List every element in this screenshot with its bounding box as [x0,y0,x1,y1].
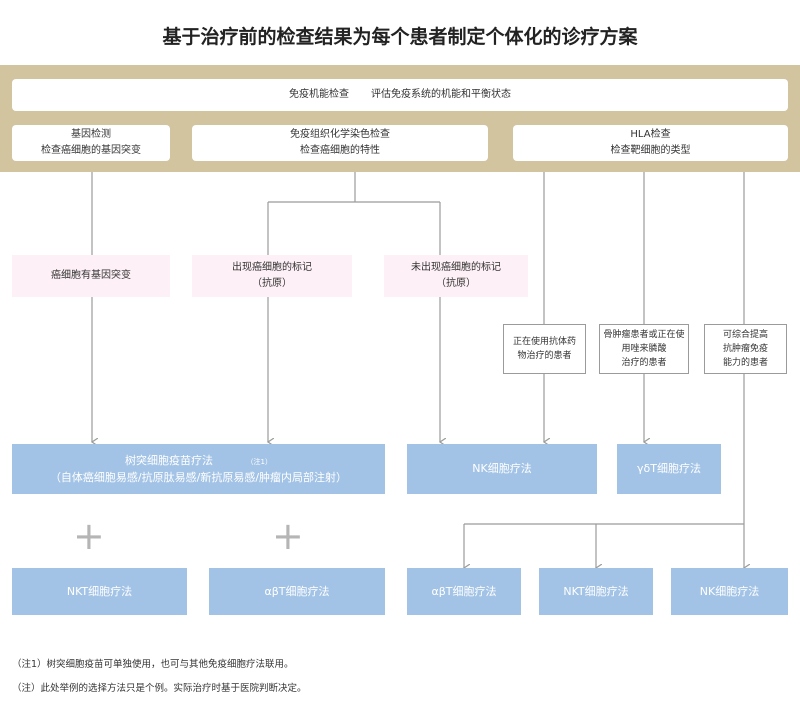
therapy-gamma-delta-t-label: γδT细胞疗法 [637,462,701,475]
ihc-exam-box: 免疫组织化学染色检查 检查癌细胞的特性 [192,125,488,161]
criterion-myeloma: 骨肿瘤患者或正在使 用唑来膦酸 治疗的患者 [599,324,689,374]
criterion-antibody-line2: 物治疗的患者 [517,351,572,361]
ihc-exam-desc: 检查癌细胞的特性 [300,145,380,156]
page-title: 基于治疗前的检查结果为每个患者制定个体化的诊疗方案 [162,26,638,48]
therapy-nkt-right: NKT细胞疗法 [539,568,653,615]
criterion-antibody: 正在使用抗体药 物治疗的患者 [503,324,586,374]
finding-marker-present: 出现癌细胞的标记 （抗原） [192,255,352,297]
therapy-alpha-beta-t-left: αβT细胞疗法 [209,568,385,615]
criterion-myeloma-line1: 骨肿瘤患者或正在使 [603,330,685,340]
criterion-improve: 可综合提高 抗肿瘤免疫 能力的患者 [704,324,787,374]
finding-marker-present-line1: 出现癌细胞的标记 [232,262,312,273]
therapy-nkt-left: NKT细胞疗法 [12,568,187,615]
therapy-dendritic-name: 树突细胞疫苗疗法 [125,453,214,467]
therapy-alpha-beta-t-left-label: αβT细胞疗法 [264,584,330,598]
therapy-nkt-left-label: NKT细胞疗法 [66,584,133,598]
therapy-nk-right: NK细胞疗法 [671,568,788,615]
finding-mutation: 癌细胞有基因突变 [12,255,170,297]
therapy-nk-top: NK细胞疗法 [407,444,597,494]
immune-exam-desc: 评估免疫系统的机能和平衡状态 [371,89,511,100]
finding-marker-absent: 未出现癌细胞的标记 （抗原） [384,255,528,297]
therapy-nk-top-label: NK细胞疗法 [472,462,532,475]
immune-exam-name: 免疫机能检查 [289,89,349,100]
gene-exam-name: 基因检测 [71,129,111,140]
footnote-1: （注1）树突细胞疫苗可单独使用，也可与其他免疫细胞疗法联用。 [12,659,294,670]
finding-marker-absent-line1: 未出现癌细胞的标记 [411,262,501,273]
hla-exam-box: HLA检查 检查靶细胞的类型 [513,125,788,161]
hla-exam-name: HLA检查 [630,129,671,140]
criterion-myeloma-line3: 治疗的患者 [621,358,667,368]
criterion-myeloma-line2: 用唑来膦酸 [621,344,667,354]
hla-exam-desc: 检查靶细胞的类型 [610,145,691,156]
therapy-dendritic-title: 树突细胞疫苗疗法 （注1） [125,453,272,470]
therapy-dendritic-note-mark: （注1） [246,457,272,466]
finding-mutation-text: 癌细胞有基因突变 [51,270,131,281]
criterion-improve-line3: 能力的患者 [722,358,768,368]
finding-marker-present-line2: （抗原） [252,278,292,289]
finding-marker-absent-line2: （抗原） [436,278,476,289]
criterion-improve-line1: 可综合提高 [722,330,768,340]
footnote-2: （注）此处举例的选择方法只是个例。实际治疗时基于医院判断决定。 [12,683,307,694]
plus-icon-left: + [73,514,105,558]
therapy-alpha-beta-t-right-label: αβT细胞疗法 [431,584,497,598]
therapy-gamma-delta-t: γδT细胞疗法 [617,444,721,494]
immune-exam-box: 免疫机能检查 评估免疫系统的机能和平衡状态 [12,79,788,111]
gene-exam-desc: 检查癌细胞的基因突变 [41,145,141,156]
plus-icon-middle: + [272,514,304,558]
ihc-exam-name: 免疫组织化学染色检查 [290,129,390,140]
criterion-improve-line2: 抗肿瘤免疫 [722,344,768,354]
criterion-antibody-line1: 正在使用抗体药 [512,337,576,347]
therapy-nk-right-label: NK细胞疗法 [699,584,760,598]
gene-exam-box: 基因检测 检查癌细胞的基因突变 [12,125,170,161]
therapy-alpha-beta-t-right: αβT细胞疗法 [407,568,521,615]
therapy-dendritic-detail: （自体癌细胞易感/抗原肽易感/新抗原易感/肿瘤内局部注射） [49,470,348,484]
therapy-dendritic-vaccine: 树突细胞疫苗疗法 （注1） （自体癌细胞易感/抗原肽易感/新抗原易感/肿瘤内局部… [12,444,385,494]
therapy-nkt-right-label: NKT细胞疗法 [563,584,629,598]
